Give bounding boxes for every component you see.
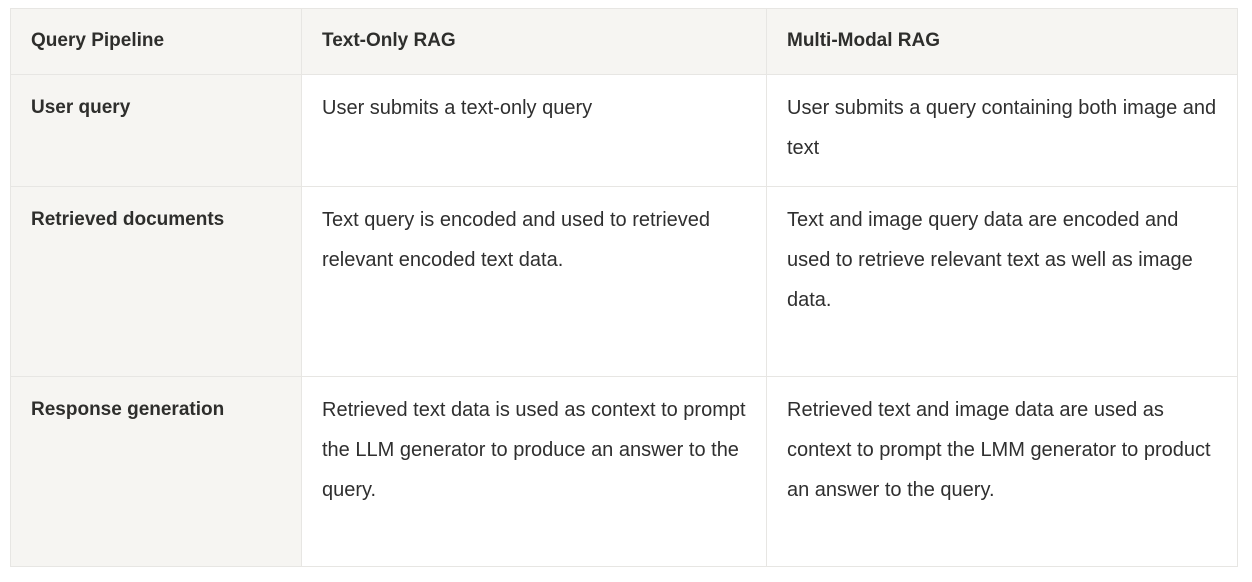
comparison-table-container: Query Pipeline Text-Only RAG Multi-Modal…: [10, 8, 1238, 567]
table-row: Retrieved documents Text query is encode…: [10, 186, 1238, 377]
cell-retrieved-documents-multi-modal-rag: Text and image query data are encoded an…: [766, 186, 1238, 377]
cell-user-query-text-only-rag: User submits a text-only query: [301, 74, 767, 187]
cell-response-generation-text-only-rag: Retrieved text data is used as context t…: [301, 376, 767, 567]
column-header-text-only-rag: Text-Only RAG: [301, 8, 767, 75]
row-label-retrieved-documents: Retrieved documents: [10, 186, 302, 377]
table-body: User query User submits a text-only quer…: [10, 74, 1238, 567]
cell-response-generation-multi-modal-rag: Retrieved text and image data are used a…: [766, 376, 1238, 567]
table-header-row: Query Pipeline Text-Only RAG Multi-Modal…: [10, 8, 1238, 75]
row-label-user-query: User query: [10, 74, 302, 187]
row-label-response-generation: Response generation: [10, 376, 302, 567]
column-header-multi-modal-rag: Multi-Modal RAG: [766, 8, 1238, 75]
cell-user-query-multi-modal-rag: User submits a query containing both ima…: [766, 74, 1238, 187]
table-row: User query User submits a text-only quer…: [10, 74, 1238, 187]
table-header: Query Pipeline Text-Only RAG Multi-Modal…: [10, 8, 1238, 75]
table-row: Response generation Retrieved text data …: [10, 376, 1238, 567]
column-header-query-pipeline: Query Pipeline: [10, 8, 302, 75]
query-pipeline-comparison-table: Query Pipeline Text-Only RAG Multi-Modal…: [10, 8, 1238, 567]
cell-retrieved-documents-text-only-rag: Text query is encoded and used to retrie…: [301, 186, 767, 377]
